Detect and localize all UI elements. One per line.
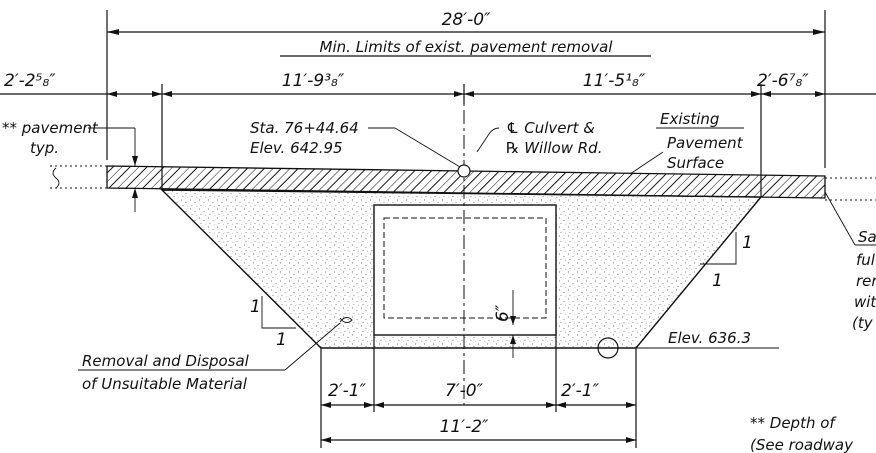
pavement-label-2: typ.	[30, 139, 59, 157]
sawcut-note-1: Sa	[858, 228, 876, 246]
station-label: Sta. 76+44.64	[250, 119, 359, 137]
removal-label-1: Removal and Disposal	[82, 352, 250, 370]
depth-note-2: (See roadway	[750, 436, 854, 453]
slope-left-horizontal: 1	[276, 330, 287, 350]
limits-note: Min. Limits of exist. pavement removal	[320, 38, 614, 56]
dim-left-main: 11′-9³₈″	[282, 71, 345, 91]
slope-right-vertical: 1	[742, 233, 753, 253]
dim-right-main: 11′-5¹₈″	[583, 71, 646, 91]
existing-label-3: Surface	[667, 154, 724, 172]
dim-left-outer: 2′-2⁵₈″	[4, 71, 56, 91]
dim-bottom-total: 11′-2″	[440, 417, 489, 437]
sawcut-note-5: (ty	[852, 314, 874, 332]
slope-left-vertical: 1	[250, 297, 261, 317]
culvert-box-outer	[373, 204, 557, 336]
elevation-bottom-label: Elev. 636.3	[668, 329, 751, 347]
dim-bottom-right: 2′-1″	[561, 381, 600, 401]
culvert-label: ℄ Culvert &	[506, 119, 595, 137]
culvert-box-inner	[383, 217, 547, 319]
existing-label-1: Existing	[660, 110, 719, 128]
removal-label-2: of Unsuitable Material	[82, 375, 248, 393]
elevation-top-label: Elev. 642.95	[250, 139, 343, 157]
dim-bottom-center: 7′-0″	[445, 381, 484, 401]
willow-label: ℞ Willow Rd.	[506, 139, 602, 157]
culvert-offset-dimension: 6″	[493, 304, 513, 322]
dim-right-outer: 2′-6⁷₈″	[757, 71, 809, 91]
pavement-label-1: ** pavement	[2, 119, 99, 137]
slope-right-horizontal: 1	[712, 271, 723, 291]
existing-label-2: Pavement	[667, 134, 744, 152]
depth-note-1: ** Depth of	[750, 414, 837, 432]
sawcut-note-4: wit	[854, 293, 876, 311]
sawcut-note-3: rer	[856, 272, 876, 290]
overall-dimension: 28′-0″	[442, 10, 491, 30]
existing-pavement-band	[106, 165, 826, 199]
dim-bottom-left: 2′-1″	[328, 381, 367, 401]
sawcut-note-2: ful	[856, 251, 876, 269]
